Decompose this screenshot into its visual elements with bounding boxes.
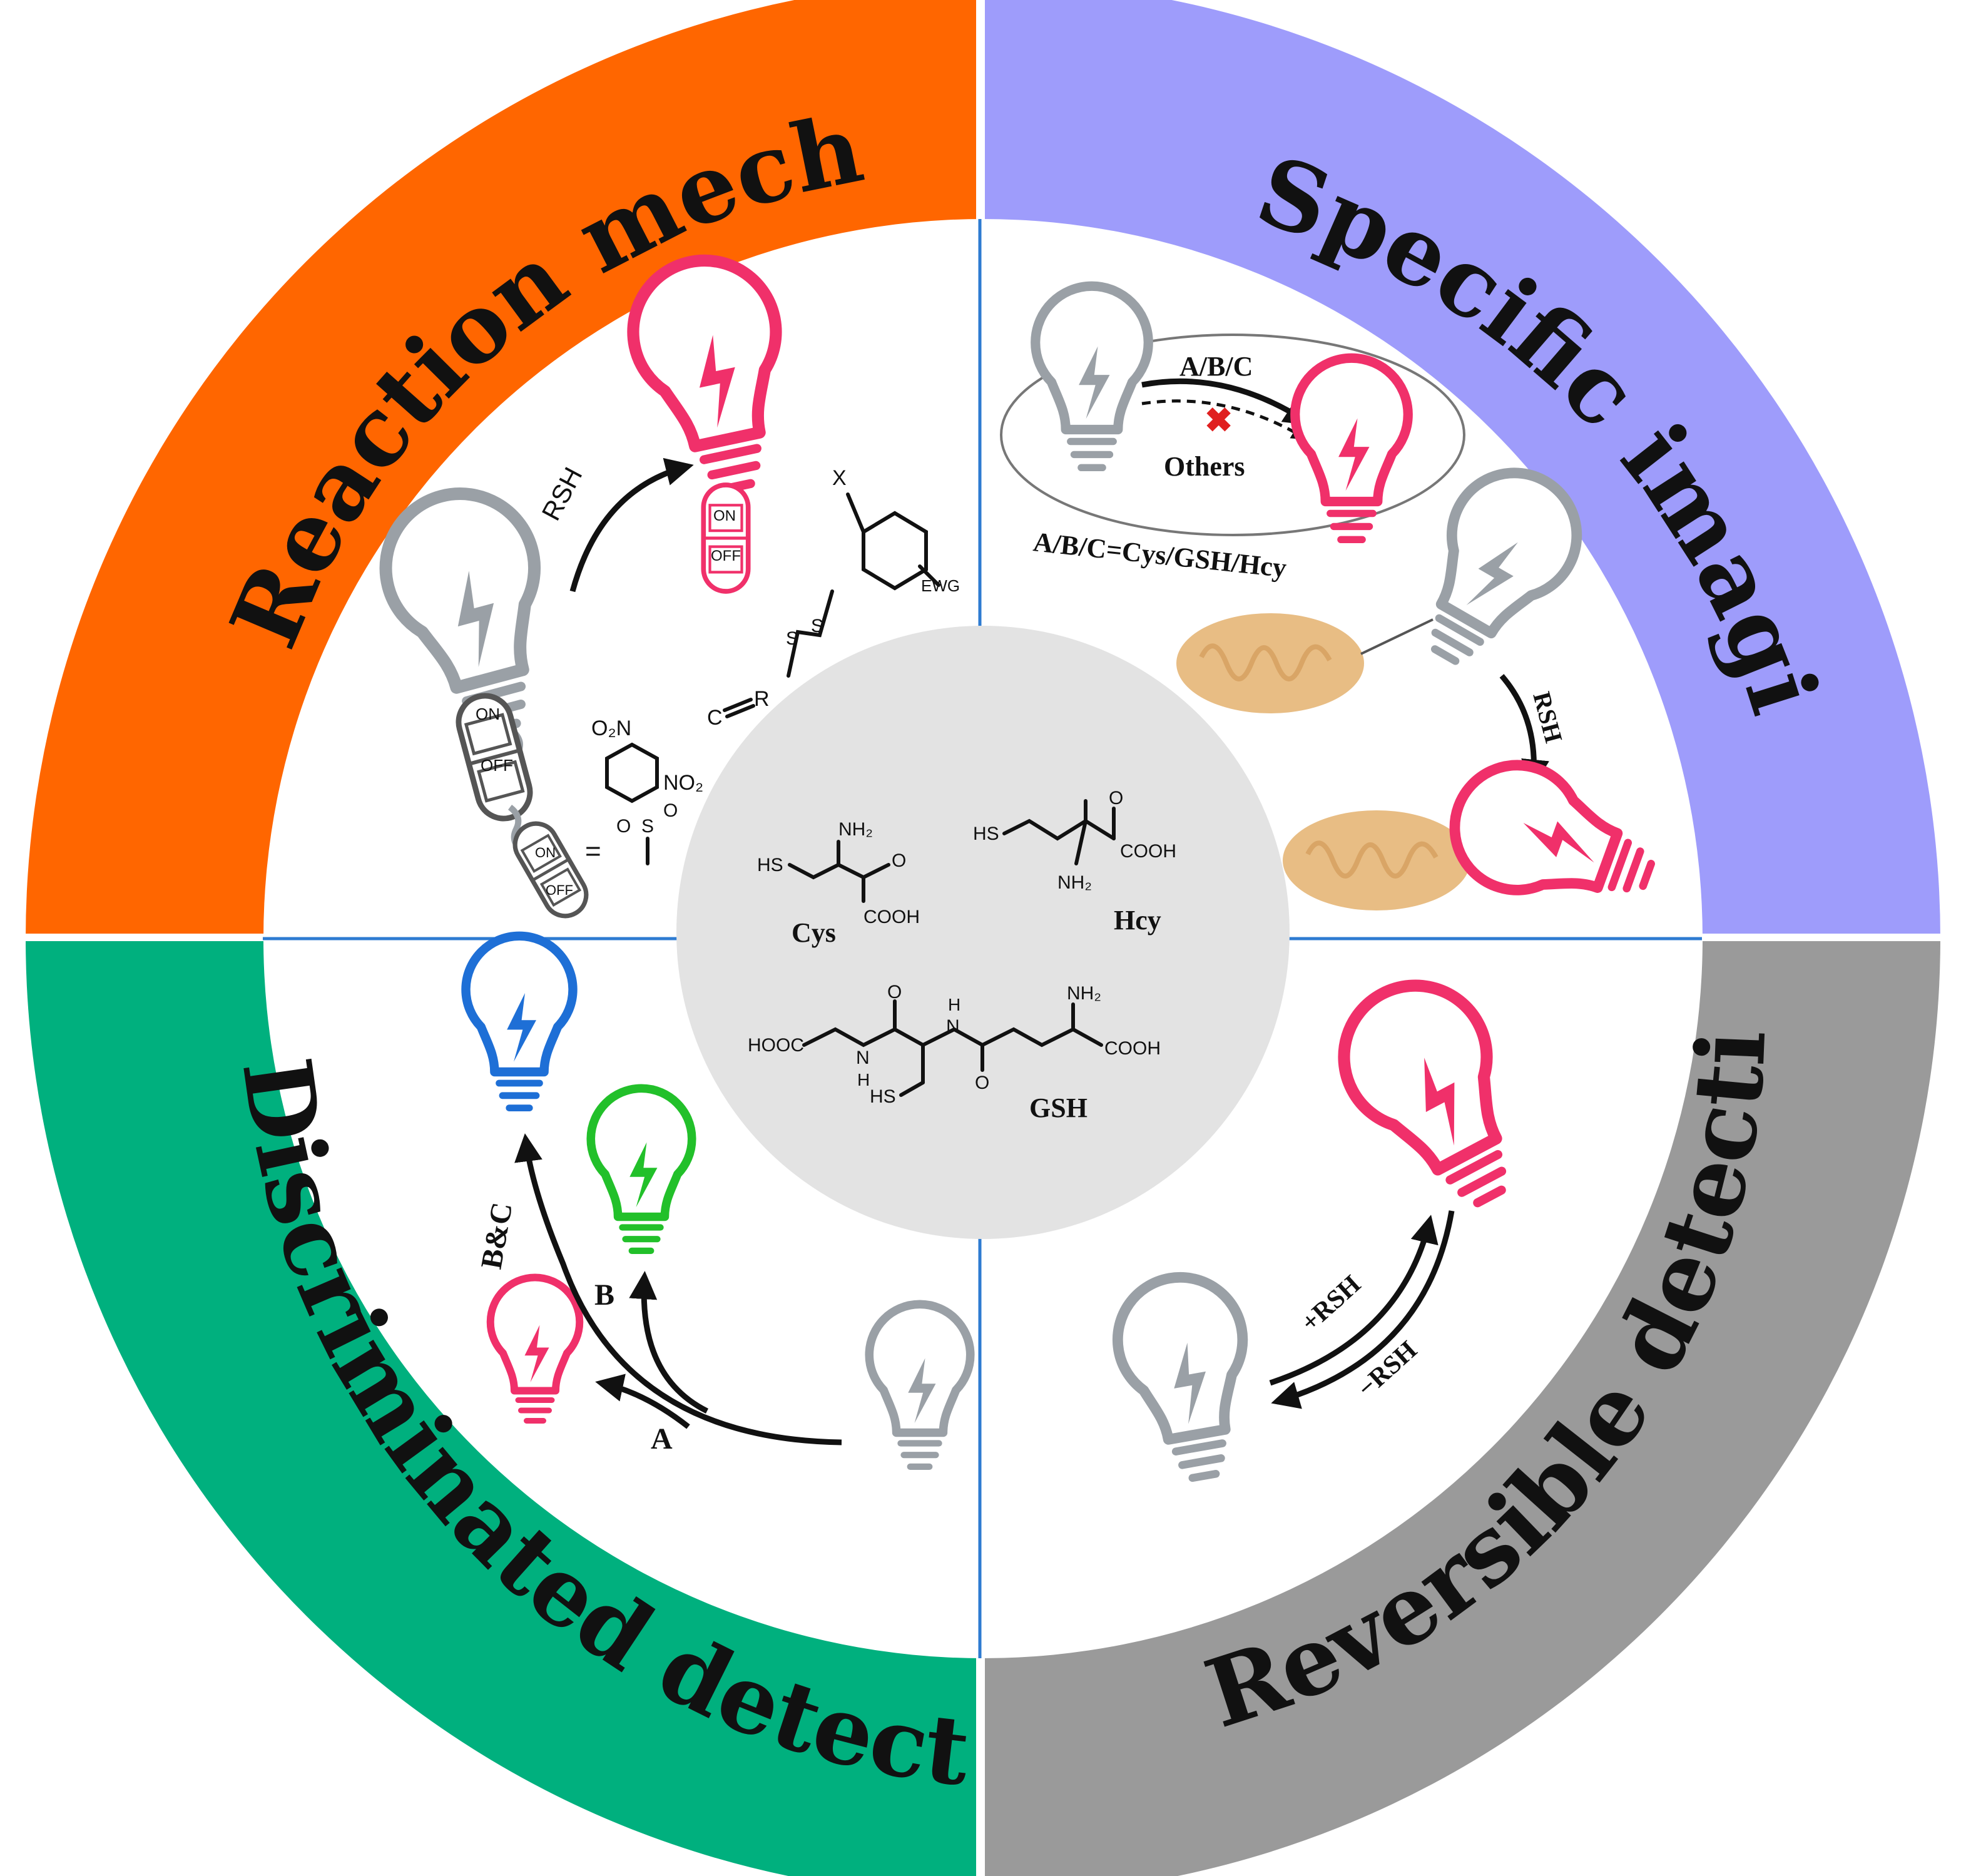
s1-label: S — [786, 628, 798, 649]
cys-o: O — [892, 850, 906, 871]
hcy-name: Hcy — [1114, 905, 1161, 935]
bond — [918, 564, 940, 587]
bond — [723, 698, 753, 712]
s2-label: S — [811, 616, 823, 636]
cys-name: Cys — [792, 917, 836, 948]
reaction-panel: ON OFF RSH ON OFF X EWG S S C R O₂N NO₂ … — [369, 247, 960, 924]
capsule-on-icon — [703, 485, 748, 591]
arrow-to-pink — [595, 1374, 690, 1429]
no2-top: O₂N — [591, 716, 631, 740]
arrow-to-blue — [514, 1133, 842, 1445]
gsh-n2: N — [946, 1016, 960, 1037]
bond — [846, 492, 865, 534]
bond — [1074, 819, 1087, 865]
selectivity-ellipse — [1000, 334, 1465, 536]
forward-arrow — [1269, 1215, 1439, 1386]
center-molecules: HS NH₂ O COOH Cys HS O COOH NH₂ Hcy HOOC — [748, 788, 1176, 1123]
mito-icon — [1176, 613, 1364, 713]
gsh-name: GSH — [1029, 1093, 1087, 1123]
others-label: Others — [1164, 451, 1245, 482]
a-label: A — [651, 1422, 673, 1455]
gsh-o2: O — [975, 1073, 989, 1093]
gsh-molecule: HOOC O N H H N O NH₂ COOH HS GSH — [748, 982, 1161, 1123]
gsh-h1: H — [857, 1070, 870, 1089]
so2-s: S — [641, 816, 654, 837]
gsh-hs: HS — [870, 1086, 896, 1107]
anchor-line — [1360, 618, 1434, 655]
alkene-c: C — [707, 706, 723, 730]
capsule-pink-on: ON — [713, 507, 736, 524]
hcy-skeleton — [1002, 818, 1116, 841]
x-label: X — [832, 466, 847, 490]
cys-cooh: COOH — [863, 907, 920, 927]
capsule-pink-off: OFF — [711, 548, 741, 564]
gsh-o1: O — [887, 982, 902, 1002]
gsh-h2: H — [948, 995, 960, 1014]
gsh-n1: N — [856, 1048, 870, 1068]
hcy-o: O — [1109, 788, 1123, 808]
cys-nh2: NH₂ — [838, 819, 873, 840]
center-disc — [676, 626, 1290, 1239]
so2-o2: O — [663, 800, 678, 821]
gsh-cooh: COOH — [1104, 1038, 1161, 1059]
capsule-on-label: ON — [476, 705, 500, 723]
abc-arrow — [1141, 378, 1313, 426]
cys-molecule: HS NH₂ O COOH Cys — [757, 819, 920, 948]
cross-mark: ✖ — [1205, 402, 1233, 439]
capsule-off-label: OFF — [481, 756, 513, 775]
gsh-skeleton — [802, 1027, 1103, 1048]
no2-right: NO₂ — [663, 771, 703, 795]
b-label: B — [594, 1278, 614, 1312]
gsh-hooc: HOOC — [748, 1035, 804, 1056]
hcy-hs: HS — [973, 823, 999, 844]
mito-icon-2 — [1283, 810, 1470, 910]
hcy-molecule: HS O COOH NH₂ Hcy — [973, 788, 1176, 935]
disulfide — [787, 589, 834, 678]
bond — [725, 704, 755, 718]
reverse-arrow — [1271, 1210, 1455, 1409]
capsule-small-on: ON — [535, 845, 556, 860]
others-arrow — [1141, 399, 1308, 440]
cys-skeleton — [788, 862, 865, 880]
cys-hs: HS — [757, 855, 783, 875]
arrow-to-green — [629, 1271, 709, 1414]
rsh-arrow — [569, 457, 694, 593]
dnbs-ring — [605, 742, 659, 803]
abc-label: A/B/C — [1179, 351, 1253, 382]
equals-label: = — [585, 836, 601, 867]
bond — [899, 1081, 925, 1097]
bond — [862, 863, 890, 879]
hcy-nh2: NH₂ — [1057, 872, 1092, 893]
so2-o1: O — [616, 816, 631, 837]
ewg-label: EWG — [921, 576, 960, 595]
alkene-r: R — [754, 687, 770, 711]
capsule-small-off: OFF — [546, 882, 573, 898]
gsh-nh2: NH₂ — [1067, 983, 1101, 1004]
hcy-cooh: COOH — [1120, 841, 1176, 862]
